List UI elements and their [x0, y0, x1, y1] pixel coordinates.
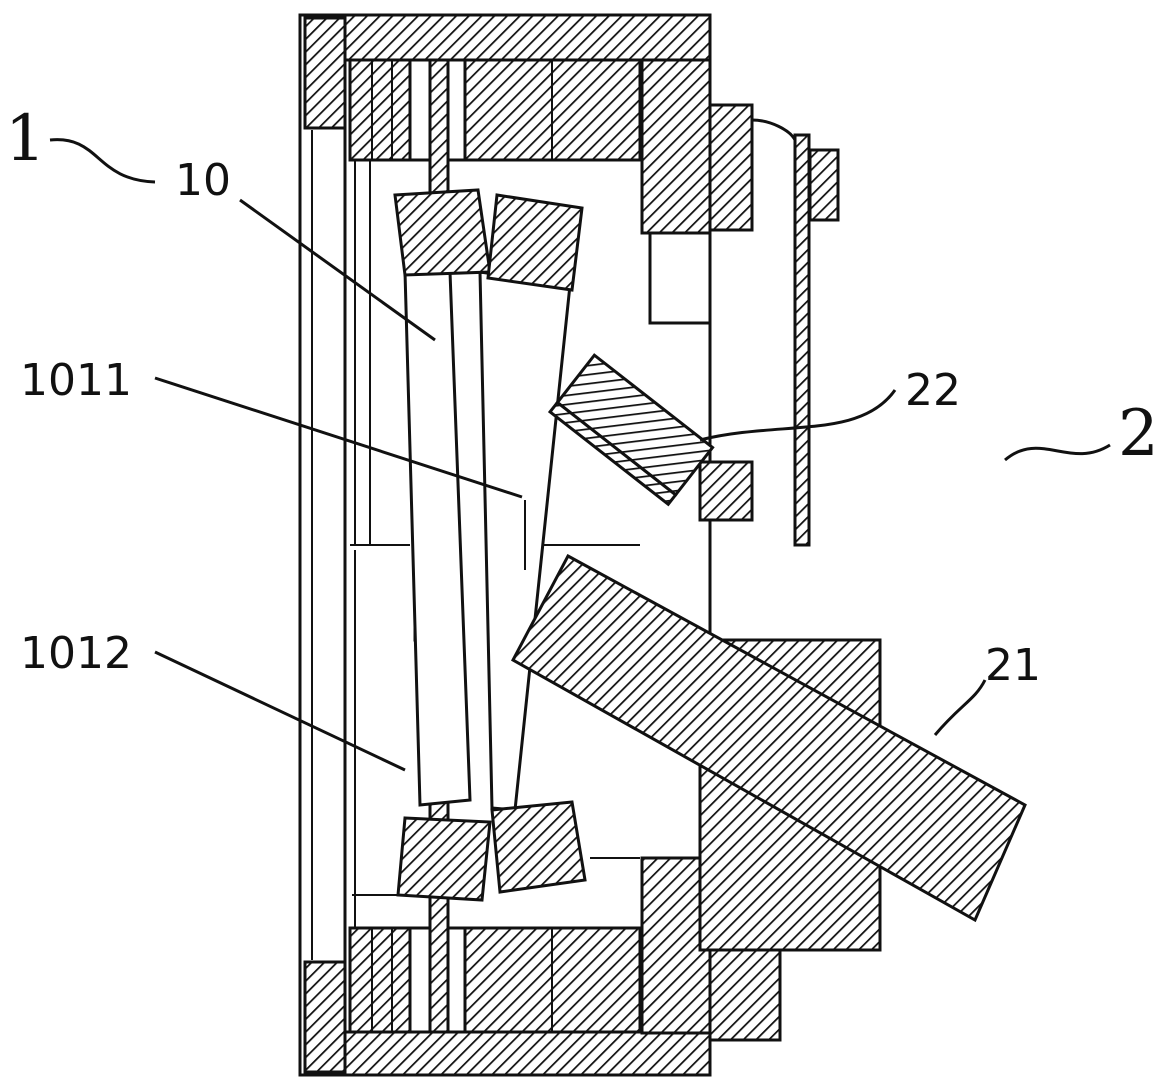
label-2: 2 [1118, 397, 1159, 471]
upper-stack-left [348, 58, 412, 162]
leader-1011 [154, 376, 523, 499]
label-1011: 1011 [20, 355, 132, 406]
leader-21 [933, 679, 987, 736]
left-beam [403, 270, 472, 807]
bracket-mid-block [698, 460, 754, 522]
leader-10 [239, 198, 436, 342]
part-22-plate [547, 400, 678, 507]
left-top-block [303, 16, 347, 130]
bottom-wall [343, 1030, 712, 1077]
vertical-plate [793, 133, 811, 547]
part-21-block [510, 553, 1027, 923]
top-wall [343, 13, 712, 62]
bottom-block-right [490, 800, 587, 894]
plate-connector [751, 118, 797, 141]
label-1012: 1012 [20, 628, 132, 679]
lower-bracket-foot [708, 948, 782, 1042]
top-block-right [486, 193, 584, 292]
leader-1 [49, 138, 156, 184]
bracket-upper-gap [648, 231, 712, 325]
label-22: 22 [905, 365, 961, 416]
bottom-block-left [396, 816, 492, 902]
leader-2 [1004, 443, 1111, 462]
bracket-upper-block [708, 103, 754, 232]
part-22-mount [547, 353, 715, 507]
plate-knob [808, 148, 840, 222]
right-upper-column [640, 58, 712, 235]
mirror-assembly [393, 188, 587, 902]
label-21: 21 [985, 640, 1041, 691]
left-bottom-block [303, 960, 347, 1074]
label-1: 1 [5, 102, 46, 176]
side-bracket [510, 103, 1027, 1042]
leaders [49, 138, 1111, 772]
top-block-left [393, 188, 492, 277]
leader-22 [699, 389, 897, 442]
lower-stack-left [348, 926, 412, 1034]
label-10: 10 [175, 155, 231, 206]
leader-1012 [154, 650, 406, 772]
